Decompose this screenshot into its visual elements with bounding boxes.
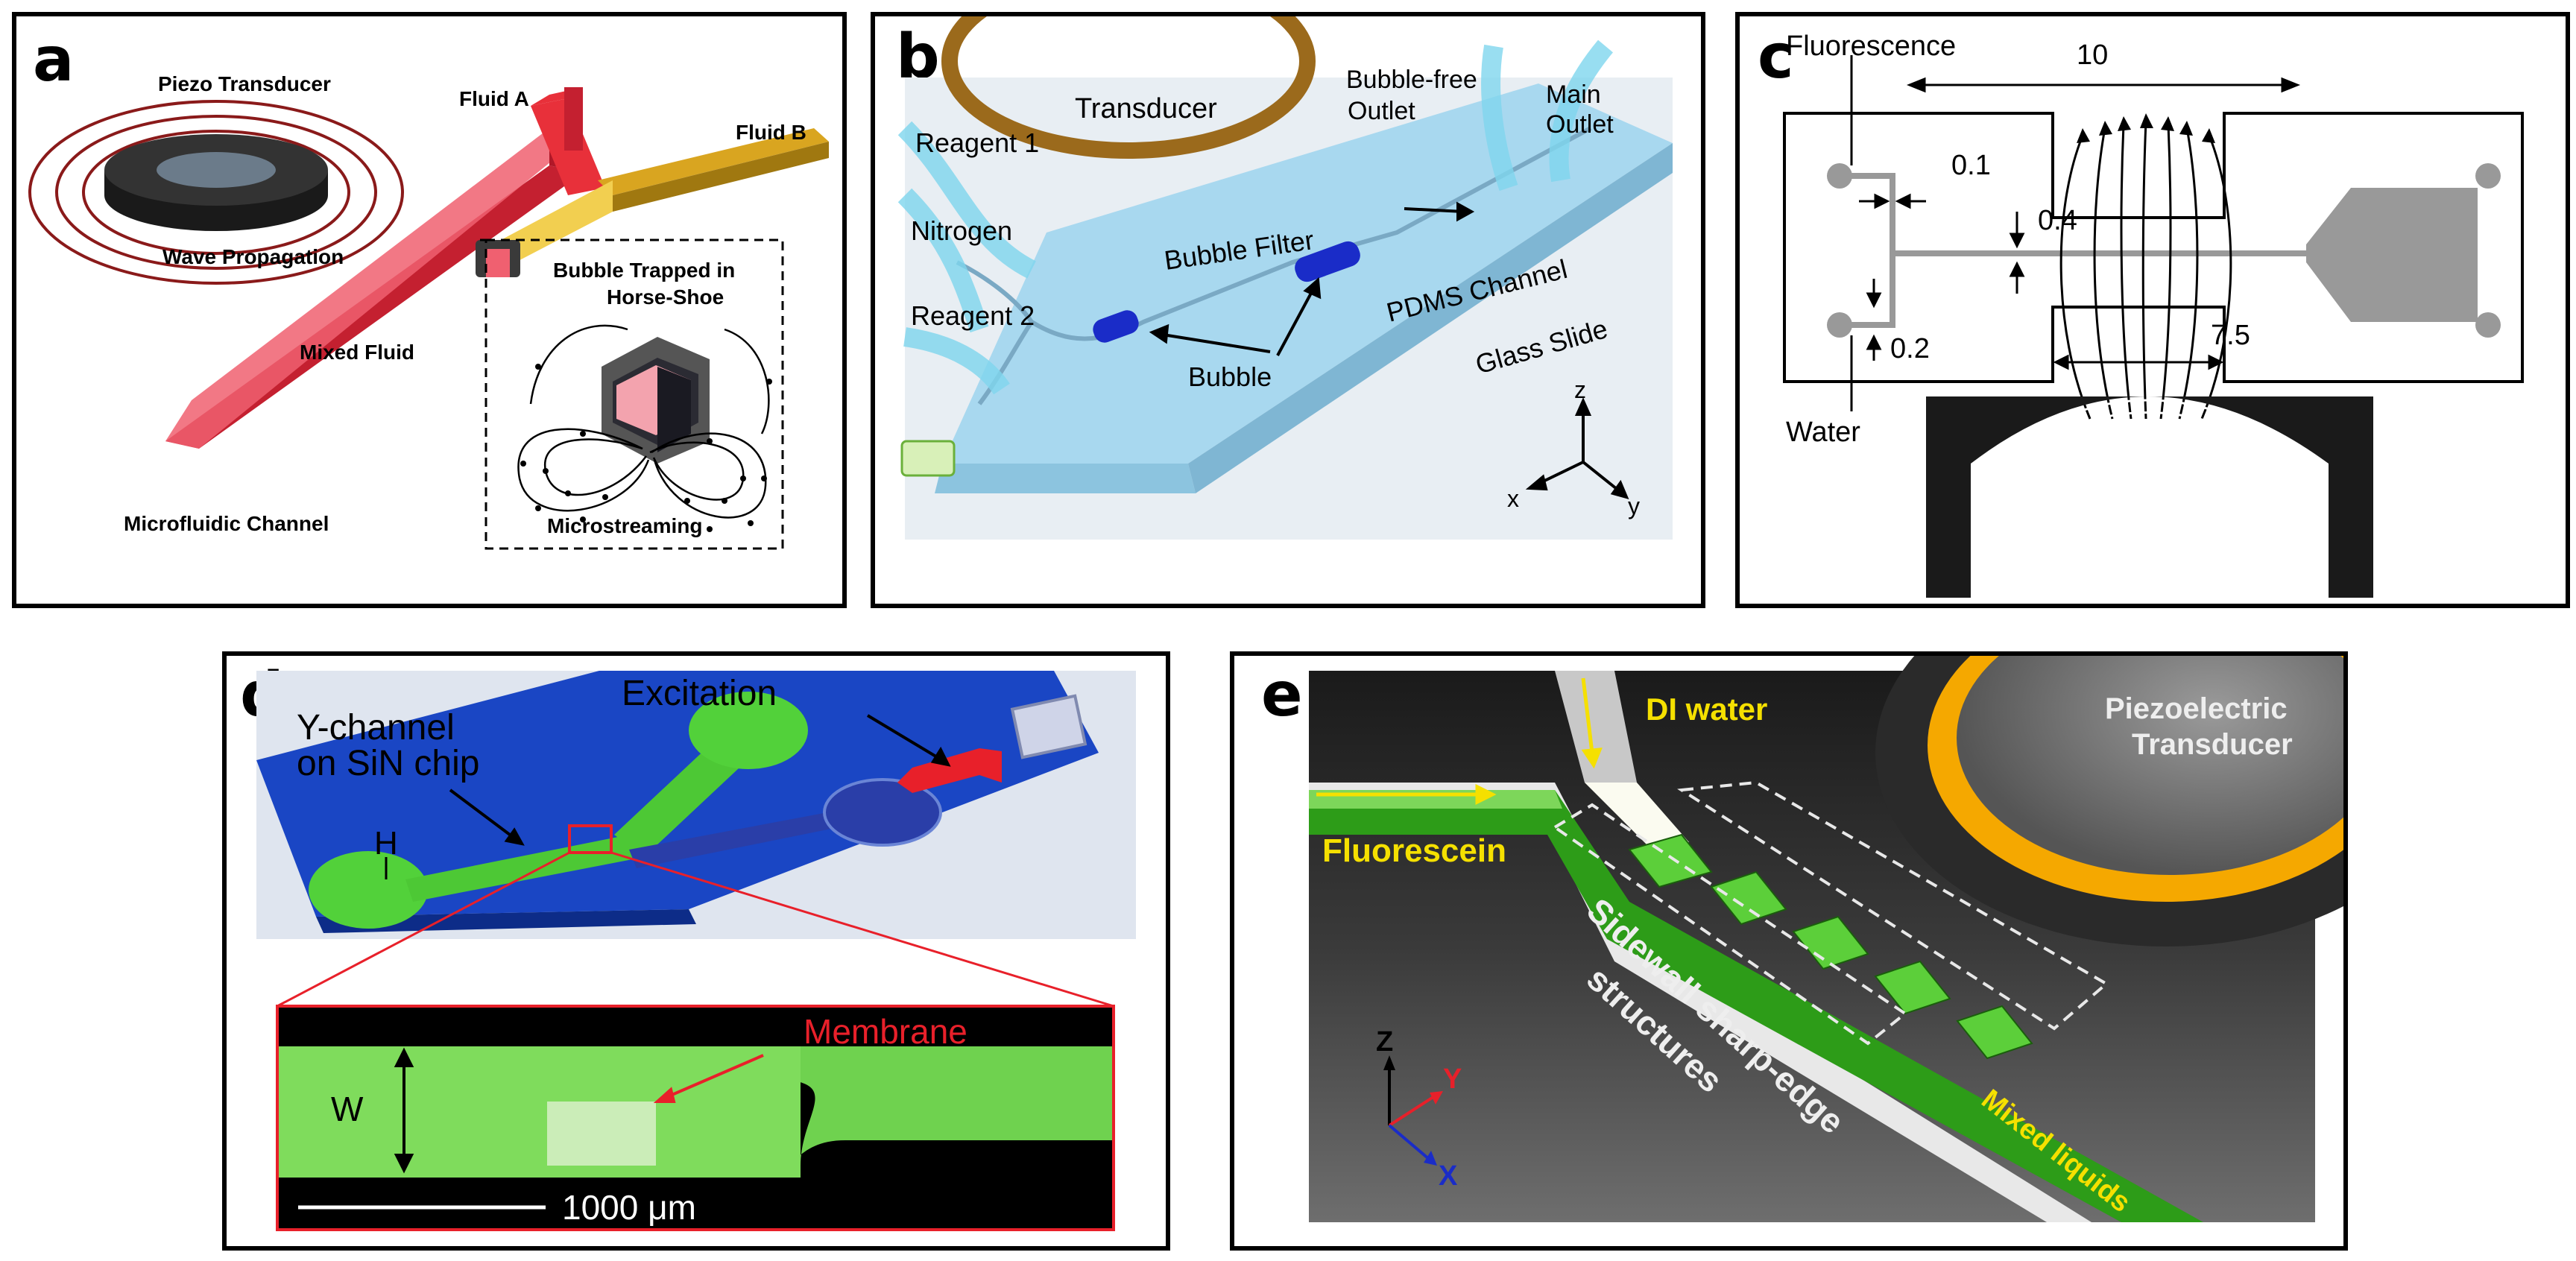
panel-b-figure: z x y Transducer Bubble-free Outlet Main… (897, 16, 1673, 540)
label-fluid-a: Fluid A (459, 87, 529, 110)
label-membrane: Membrane (804, 1012, 967, 1051)
label-fluorescein: Fluorescein (1322, 832, 1506, 869)
label-w: W (331, 1090, 364, 1128)
thumbnail-icon (900, 440, 956, 477)
idt-transducer (1926, 396, 2373, 598)
label-dim-10: 10 (2077, 39, 2108, 71)
label-axis-z: Z (1376, 1026, 1393, 1058)
transducer-ring (941, 16, 1316, 159)
panel-b-label: b (896, 22, 940, 92)
label-scalebar: 1000 μm (562, 1188, 696, 1227)
microstreaming-inset (484, 238, 784, 550)
label-bubble: Bubble (1188, 361, 1272, 392)
xyz-axes (1525, 397, 1629, 500)
panel-c-figure: Fluorescence Water 10 0.1 0.4 0.2 7.5 (1783, 31, 2524, 598)
label-bubble-free-1: Bubble-free (1346, 66, 1477, 94)
label-dim-02: 0.2 (1890, 333, 1930, 364)
label-axis-y: y (1628, 493, 1640, 519)
wave-propagation-rings (28, 100, 404, 285)
horseshoe-enlarged (602, 337, 710, 464)
label-transducer: Transducer (1075, 93, 1217, 124)
fluid-b-channel (501, 128, 829, 266)
label-reagent-2: Reagent 2 (911, 300, 1035, 331)
label-reagent-1: Reagent 1 (915, 127, 1039, 158)
bubble-2 (1295, 241, 1360, 282)
teeth-dashed-outline (1677, 780, 2109, 1031)
excitation-beam (897, 748, 1002, 793)
fluorescein-channel (1309, 790, 2203, 1222)
xyz-axes (1383, 1055, 1443, 1166)
label-axis-y: Y (1443, 1064, 1462, 1095)
panel-a-label: a (33, 25, 75, 95)
label-piezo-1: Piezoelectric (2105, 692, 2288, 725)
label-main-outlet-2: Outlet (1546, 110, 1614, 139)
label-di-water: DI water (1646, 692, 1767, 727)
annotation-arrows (1149, 201, 1475, 356)
label-bubble-free-2: Outlet (1348, 97, 1415, 125)
width-arrow (394, 1047, 414, 1174)
sidewall-dashed-outline (1552, 803, 1908, 1046)
annotation-arrows (449, 714, 951, 846)
label-fluorescence: Fluorescence (1786, 31, 1956, 62)
label-bubble-trapped-2: Horse-Shoe (607, 285, 724, 309)
di-water-inlet (1555, 671, 1637, 783)
y-channel (309, 692, 942, 929)
label-ychannel-1: Y-channel (297, 708, 455, 748)
label-mixed-fluid: Mixed Fluid (300, 341, 414, 364)
piezo-transducer-disc (104, 134, 328, 231)
flow-arrows (1316, 677, 1603, 806)
label-piezo-transducer: Piezo Transducer (158, 72, 331, 95)
panel-c: c (1735, 12, 2570, 608)
streamline-dots (520, 364, 772, 532)
label-axis-x: x (1507, 485, 1519, 512)
label-dim-75: 7.5 (2211, 320, 2250, 351)
panel-e-label: e (1261, 660, 1303, 730)
label-h: H (374, 825, 398, 862)
label-microfluidic-channel: Microfluidic Channel (124, 512, 329, 535)
channel-wall-top (1309, 783, 2092, 1222)
label-ychannel-2: on SiN chip (297, 744, 479, 783)
label-bubble-trapped-1: Bubble Trapped in (553, 259, 735, 282)
zoom-region (568, 824, 613, 854)
membrane-arrow (653, 1054, 764, 1103)
panel-d: d (222, 651, 1170, 1251)
panel-e-figure: Z Y X DI water Piezoelectric Transducer … (1309, 656, 2343, 1222)
excitation-source (1010, 694, 1087, 759)
tubing (897, 39, 1614, 395)
label-axis-x: X (1439, 1160, 1458, 1192)
panel-d-figure: Excitation Y-channel on SiN chip H Membr… (256, 671, 1136, 1231)
label-microstreaming: Microstreaming (547, 514, 703, 537)
panel-b: b (871, 12, 1705, 608)
micrograph (276, 1005, 1115, 1231)
dimension-arrows (1859, 193, 2224, 370)
membrane (547, 1102, 656, 1166)
label-piezo-2: Transducer (2132, 728, 2293, 761)
field-arrowheads (2077, 113, 2215, 143)
label-excitation: Excitation (622, 674, 777, 713)
label-wave-propagation: Wave Propagation (162, 245, 344, 268)
outlet-taper (2306, 188, 2478, 322)
panel-e: e (1230, 651, 2348, 1251)
bubble-1 (1093, 310, 1139, 343)
label-water: Water (1786, 417, 1860, 448)
label-dim-01: 0.1 (1951, 150, 1991, 181)
fluid-a-channel (531, 87, 605, 195)
label-fluid-b: Fluid B (736, 121, 806, 144)
panel-a: a (12, 12, 847, 608)
sharp-edge-teeth (1628, 833, 2033, 1060)
horseshoe-structure (476, 240, 520, 277)
piezoelectric-transducer (1875, 656, 2343, 946)
microchannels (1840, 173, 2306, 328)
label-main-outlet-1: Main (1546, 80, 1601, 109)
label-axis-z: z (1574, 376, 1586, 403)
dimension-10 (1906, 77, 2301, 93)
chip-outline (1783, 112, 2524, 383)
label-nitrogen: Nitrogen (911, 215, 1012, 246)
acoustic-field-lines (2059, 120, 2232, 420)
panel-a-figure: Piezo Transducer Fluid A Fluid B Wave Pr… (28, 72, 829, 550)
label-dim-04: 0.4 (2038, 205, 2077, 236)
panel-c-label: c (1758, 22, 1794, 92)
